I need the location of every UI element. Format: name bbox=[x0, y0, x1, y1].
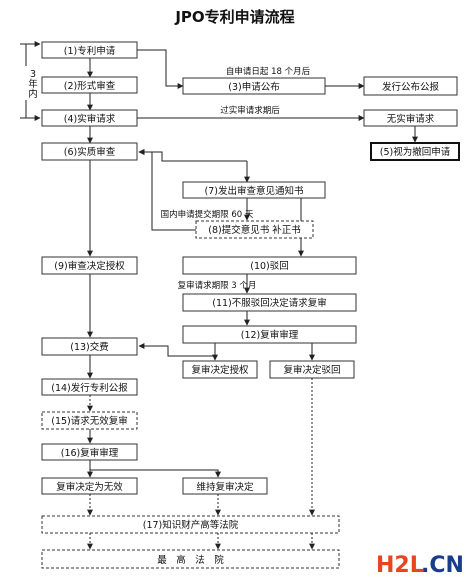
years-label-1: 3 bbox=[30, 69, 36, 80]
box-appeal-grant-label: 复审决定授权 bbox=[191, 364, 249, 376]
box-patent-gazette: (14)发行专利公报 bbox=[41, 378, 138, 396]
box-publication: (3)申请公布 bbox=[182, 77, 326, 95]
note-reply-60-days: 国内申请提交期限 60 天 bbox=[161, 209, 254, 220]
box-appeal-trial: (12)复审审理 bbox=[182, 325, 357, 344]
box-substantive-examination: (6)实质审查 bbox=[41, 142, 138, 161]
box-exam-request: (4)实审请求 bbox=[41, 109, 138, 127]
watermark-logo: H2L .CN bbox=[376, 553, 464, 578]
note-after-exam-deadline: 过实审请求期后 bbox=[220, 105, 280, 116]
box-no-exam-request-label: 无实审请求 bbox=[387, 113, 435, 125]
box-supreme-court: 最 高 法 院 bbox=[41, 549, 340, 569]
box-decision-invalid-label: 复审决定为无效 bbox=[56, 481, 123, 493]
box-submit-response-label: (8)提交意见书 补正书 bbox=[208, 224, 301, 236]
box-ip-high-court: (17)知识财产高等法院 bbox=[41, 515, 340, 534]
box-no-exam-request: 无实审请求 bbox=[363, 109, 458, 127]
box-appeal-request: (11)不服驳回决定请求复审 bbox=[182, 293, 357, 312]
connectors bbox=[87, 49, 418, 550]
box-appeal-request-label: (11)不服驳回决定请求复审 bbox=[212, 297, 327, 309]
box-fee-payment-label: (13)交费 bbox=[70, 341, 109, 353]
box-publication-gazette-label: 发行公布公报 bbox=[382, 81, 440, 93]
box-grant-decision-label: (9)审查决定授权 bbox=[54, 260, 125, 272]
flowchart-title: JPO专利申请流程 bbox=[174, 8, 294, 26]
box-publication-gazette: 发行公布公报 bbox=[363, 76, 458, 96]
box-substantive-examination-label: (6)实质审查 bbox=[64, 146, 116, 158]
watermark-part1: H2L bbox=[376, 553, 424, 578]
three-year-bracket: 3 年 内 bbox=[20, 41, 41, 121]
box-appeal-grant: 复审决定授权 bbox=[182, 360, 258, 379]
box-ip-high-court-label: (17)知识财产高等法院 bbox=[143, 519, 239, 531]
box-rejection: (10)驳回 bbox=[182, 256, 357, 275]
box-appeal-reject-label: 复审决定驳回 bbox=[283, 364, 340, 376]
box-maintain-decision: 维持复审决定 bbox=[182, 477, 268, 495]
box-office-action-label: (7)发出审查意见通知书 bbox=[205, 185, 304, 197]
box-publication-label: (3)申请公布 bbox=[228, 81, 279, 93]
box-invalidation-trial: (16)复审审理 bbox=[41, 443, 138, 461]
box-formal-examination-label: (2)形式审查 bbox=[64, 80, 116, 92]
box-patent-gazette-label: (14)发行专利公报 bbox=[51, 382, 128, 394]
box-appeal-reject: 复审决定驳回 bbox=[269, 360, 355, 379]
box-office-action: (7)发出审查意见通知书 bbox=[182, 181, 326, 199]
box-invalidation-trial-label: (16)复审审理 bbox=[61, 447, 119, 459]
note-18-months: 自申请日起 18 个月后 bbox=[226, 66, 311, 77]
box-patent-application: (1)专利申请 bbox=[41, 41, 138, 59]
box-fee-payment: (13)交费 bbox=[41, 337, 138, 356]
box-submit-response: (8)提交意见书 补正书 bbox=[195, 220, 314, 239]
box-formal-examination: (2)形式审查 bbox=[41, 76, 138, 94]
note-appeal-3-months: 复审请求期限 3 个月 bbox=[178, 280, 257, 291]
box-appeal-trial-label: (12)复审审理 bbox=[241, 329, 299, 341]
box-deemed-withdrawn-label: (5)视为撤回申请 bbox=[380, 146, 451, 158]
box-deemed-withdrawn: (5)视为撤回申请 bbox=[370, 142, 460, 161]
box-grant-decision: (9)审查决定授权 bbox=[41, 256, 138, 275]
years-label-2: 年 bbox=[28, 78, 38, 90]
box-exam-request-label: (4)实审请求 bbox=[64, 113, 116, 125]
box-decision-invalid: 复审决定为无效 bbox=[41, 477, 138, 495]
box-supreme-court-label: 最 高 法 院 bbox=[157, 554, 224, 566]
box-invalidation-request-label: (15)请求无效复审 bbox=[51, 415, 128, 427]
box-rejection-label: (10)驳回 bbox=[250, 261, 289, 272]
watermark-part2: .CN bbox=[421, 553, 464, 578]
years-label-3: 内 bbox=[28, 88, 38, 100]
box-invalidation-request: (15)请求无效复审 bbox=[41, 411, 138, 430]
box-maintain-decision-label: 维持复审决定 bbox=[196, 481, 254, 493]
box-patent-application-label: (1)专利申请 bbox=[64, 45, 116, 57]
